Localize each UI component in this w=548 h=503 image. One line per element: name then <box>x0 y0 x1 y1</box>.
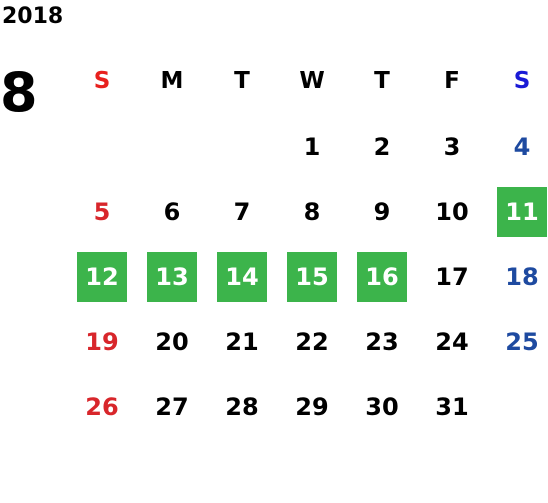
day-cell[interactable]: 1 <box>303 132 321 161</box>
day-cell[interactable]: 17 <box>435 262 469 291</box>
weekday-header-tuesday: T <box>234 68 250 94</box>
day-cell[interactable]: 12 <box>67 244 137 309</box>
weekday-header-row: S M T W T F S <box>67 49 548 114</box>
day-cell[interactable]: 21 <box>225 327 259 356</box>
day-cell[interactable]: 25 <box>505 327 539 356</box>
calendar-grid: S M T W T F S 1 2 3 4 5 6 7 8 9 10 11 12… <box>67 49 548 439</box>
day-cell[interactable]: 18 <box>505 262 539 291</box>
weekday-header-friday: F <box>444 68 460 94</box>
day-cell[interactable]: 14 <box>207 244 277 309</box>
day-cell[interactable]: 22 <box>295 327 329 356</box>
day-cell[interactable]: 5 <box>93 197 111 226</box>
weekday-header-saturday: S <box>513 68 531 94</box>
day-cell[interactable]: 19 <box>85 327 119 356</box>
day-cell[interactable]: 2 <box>373 132 391 161</box>
day-cell[interactable]: 7 <box>233 197 251 226</box>
day-cell[interactable]: 27 <box>155 392 189 421</box>
day-cell[interactable]: 6 <box>163 197 181 226</box>
weekday-header-monday: M <box>160 68 184 94</box>
empty-day-cell <box>137 114 207 179</box>
day-cell[interactable]: 20 <box>155 327 189 356</box>
day-cell[interactable]: 15 <box>277 244 347 309</box>
day-cell[interactable]: 26 <box>85 392 119 421</box>
day-cell[interactable]: 4 <box>513 132 531 161</box>
day-cell[interactable]: 28 <box>225 392 259 421</box>
empty-day-cell <box>207 114 277 179</box>
day-cell[interactable]: 24 <box>435 327 469 356</box>
year-label: 2018 <box>2 4 64 29</box>
day-cell[interactable]: 8 <box>303 197 321 226</box>
week-row: 26 27 28 29 30 31 <box>67 374 548 439</box>
day-cell[interactable]: 11 <box>487 179 548 244</box>
week-row: 1 2 3 4 <box>67 114 548 179</box>
day-cell[interactable]: 9 <box>373 197 391 226</box>
weekday-header-wednesday: W <box>299 68 325 94</box>
day-cell[interactable]: 29 <box>295 392 329 421</box>
day-cell[interactable]: 30 <box>365 392 399 421</box>
day-cell[interactable]: 16 <box>347 244 417 309</box>
empty-day-cell <box>487 374 548 439</box>
day-cell[interactable]: 10 <box>435 197 469 226</box>
week-row: 12 13 14 15 16 17 18 <box>67 244 548 309</box>
day-cell[interactable]: 13 <box>137 244 207 309</box>
week-row: 19 20 21 22 23 24 25 <box>67 309 548 374</box>
weekday-header-sunday: S <box>93 68 111 94</box>
empty-day-cell <box>67 114 137 179</box>
day-cell[interactable]: 23 <box>365 327 399 356</box>
month-number: 8 <box>0 61 38 124</box>
day-cell[interactable]: 31 <box>435 392 469 421</box>
week-row: 5 6 7 8 9 10 11 <box>67 179 548 244</box>
weekday-header-thursday: T <box>374 68 390 94</box>
day-cell[interactable]: 3 <box>443 132 461 161</box>
